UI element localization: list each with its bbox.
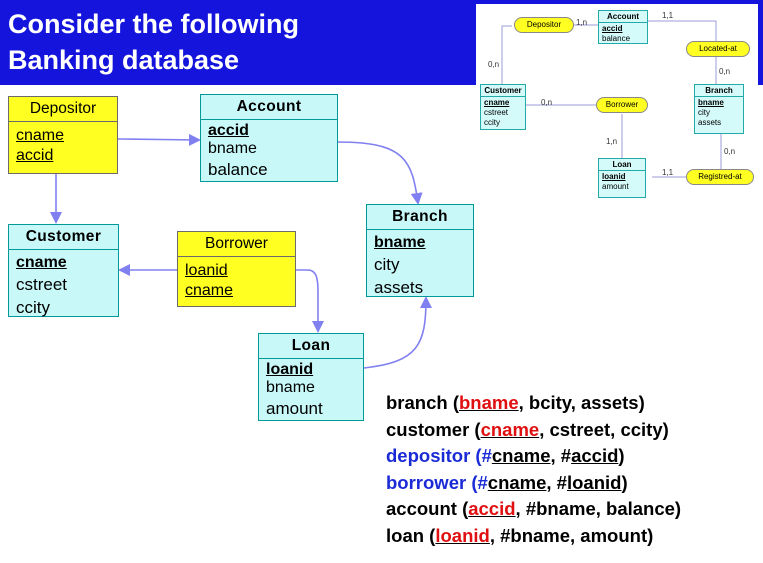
relational-schema: branch (bname, bcity, assets) customer (… [386, 390, 681, 549]
thumb-loan-name: Loan [599, 159, 645, 171]
branch-name: Branch [367, 205, 473, 230]
thumb-loan-key: loanid [602, 172, 626, 181]
loan-key-loanid: loanid [266, 361, 314, 378]
thumb-customer-key: cname [484, 98, 510, 107]
schema-borrower-end: ) [621, 471, 628, 493]
depositor-relationship: Depositor cname accid [8, 96, 118, 174]
conceptual-diagram-thumbnail: Account accid balance Customer cname cst… [476, 4, 758, 206]
thumb-loan-entity: Loan loanid amount [598, 158, 646, 198]
thumb-account-attr: balance [602, 34, 631, 43]
thumb-branch-key: bname [698, 98, 724, 107]
schema-depositor-name: depositor (# [386, 445, 492, 466]
thumb-customer-entity: Customer cname cstreet ccity [480, 84, 526, 130]
account-key-accid: accid [208, 122, 249, 139]
borrower-attr-cname: cname [185, 282, 234, 299]
schema-customer: customer (cname, cstreet, ccity) [386, 417, 681, 444]
account-name: Account [201, 95, 337, 120]
thumb-branch-attr-2: assets [698, 118, 722, 127]
thumb-registred-at-relationship: Registred-at [686, 169, 754, 185]
branch-key-bname: bname [374, 234, 426, 251]
thumb-account-key: accid [602, 24, 623, 33]
thumb-account-name: Account [599, 11, 647, 23]
loan-attr-amount: amount [266, 399, 323, 418]
thumb-depositor-relationship: Depositor [514, 17, 574, 33]
thumb-branch-entity: Branch bname city assets [694, 84, 744, 134]
customer-attr-cstreet: cstreet [16, 275, 68, 294]
schema-branch: branch (bname, bcity, assets) [386, 390, 681, 417]
thumb-branch-name: Branch [695, 85, 743, 97]
thumb-located-at-relationship: Located-at [686, 41, 750, 57]
schema-account: account (accid, #bname, balance) [386, 496, 681, 523]
borrower-relationship: Borrower loanid cname [177, 231, 296, 307]
thumb-card-account-located: 1,1 [662, 11, 674, 20]
schema-borrower-name: borrower (# [386, 471, 488, 493]
thumbnail-connectors [501, 20, 722, 178]
schema-loan: loan (loanid, #bname, amount) [386, 523, 681, 550]
schema-depositor: depositor (#cname, #accid) [386, 443, 681, 470]
thumb-customer-attr-2: ccity [484, 118, 500, 127]
loan-attr-bname: bname [266, 379, 315, 396]
thumb-card-located-branch: 0,n [719, 67, 731, 76]
thumb-branch-attr-1: city [698, 108, 710, 117]
schema-account-pk: accid [468, 498, 516, 519]
branch-attr-city: city [374, 255, 400, 274]
thumb-card-customer-borrower: 0,n [541, 98, 553, 107]
account-attr-balance: balance [208, 160, 268, 179]
branch-entity: Branch bname city assets [366, 204, 474, 297]
depositor-attr-accid: accid [16, 147, 54, 164]
schema-branch-pk: bname [458, 392, 519, 413]
customer-name: Customer [9, 225, 118, 250]
schema-depositor-end: ) [618, 445, 625, 466]
schema-branch-rest: , bcity, assets) [518, 392, 645, 413]
schema-account-rest: , #bname, balance) [515, 498, 682, 519]
thumb-card-borrower-loan: 1,n [606, 137, 618, 146]
schema-loan-rest: , #bname, amount) [489, 524, 654, 546]
schema-borrower: borrower (#cname, #loanid) [386, 470, 681, 497]
schema-customer-rest: , cstreet, ccity) [539, 418, 669, 440]
thumb-borrower-relationship: Borrower [596, 97, 648, 113]
schema-loan-pk: loanid [435, 524, 490, 546]
slide-title-line-2: Banking database [8, 45, 240, 75]
thumb-loan-attr: amount [602, 182, 629, 191]
customer-key-cname: cname [16, 254, 67, 271]
loan-name: Loan [259, 334, 363, 359]
schema-depositor-fk1: cname [491, 445, 551, 466]
schema-customer-pk: cname [480, 418, 540, 440]
schema-borrower-fk1: cname [487, 471, 547, 493]
thumb-card-loan-registred: 1,1 [662, 168, 674, 177]
customer-attr-ccity: ccity [16, 298, 50, 317]
thumb-account-entity: Account accid balance [598, 10, 648, 44]
schema-account-name: account ( [386, 498, 469, 519]
schema-depositor-fk2: accid [571, 445, 619, 466]
arrow-account-branch [337, 141, 423, 205]
account-entity: Account accid bname balance [200, 94, 338, 182]
depositor-attr-cname: cname [16, 127, 65, 144]
arrow-borrower-loan [296, 269, 324, 333]
branch-attr-assets: assets [374, 278, 424, 297]
arrow-depositor-account [117, 133, 201, 146]
schema-borrower-fk2: loanid [566, 471, 622, 493]
customer-entity: Customer cname cstreet ccity [8, 224, 119, 317]
borrower-attr-loanid: loanid [185, 262, 228, 279]
schema-branch-name: branch ( [386, 392, 459, 413]
thumb-card-branch-registred: 0,n [724, 147, 736, 156]
schema-loan-name: loan ( [386, 524, 436, 546]
slide-title-line-1: Consider the following [8, 9, 299, 39]
thumb-customer-name: Customer [481, 85, 525, 97]
account-attr-bname: bname [208, 140, 257, 157]
slide-title: Consider the following Banking database [8, 6, 299, 78]
arrow-loan-branch [363, 296, 432, 369]
thumb-customer-attr-1: cstreet [484, 108, 509, 117]
schema-borrower-sep: , # [546, 471, 567, 493]
thumb-card-customer-depositor: 0,n [488, 60, 500, 69]
loan-entity: Loan loanid bname amount [258, 333, 364, 421]
borrower-name: Borrower [178, 232, 295, 257]
depositor-name: Depositor [9, 97, 117, 122]
schema-depositor-sep: , # [550, 445, 572, 466]
schema-customer-name: customer ( [386, 418, 481, 440]
thumb-card-depositor-account: 1,n [576, 18, 588, 27]
